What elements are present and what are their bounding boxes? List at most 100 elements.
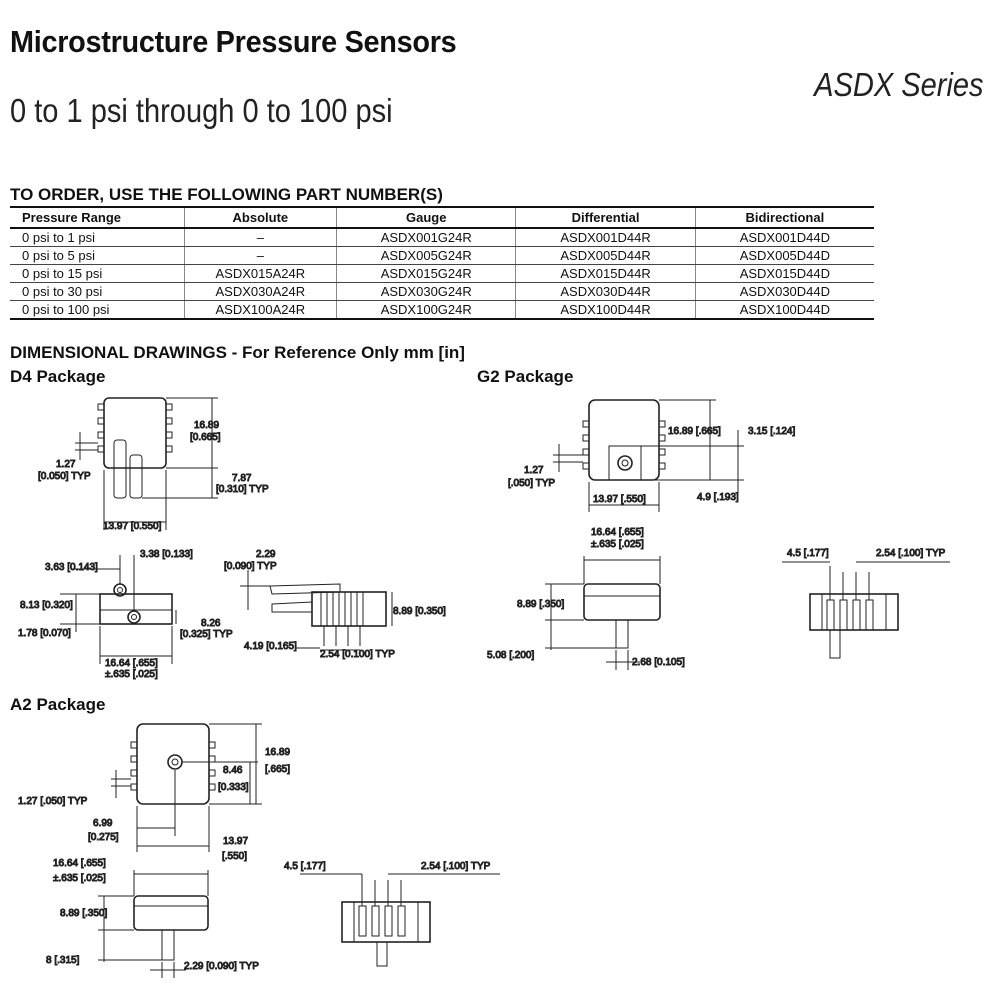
- g2-pitch-dim: 1.27: [524, 465, 544, 476]
- table-row: 0 psi to 5 psi – ASDX005G24R ASDX005D44R…: [10, 246, 874, 265]
- d4-package-label: D4 Package: [10, 367, 106, 386]
- table-cell: 0 psi to 30 psi: [10, 282, 185, 301]
- g2-dim-s: 2.68 [0.105]: [632, 657, 685, 668]
- a2-side-view: [300, 873, 500, 967]
- d4-side-view: [240, 570, 393, 651]
- table-cell: ASDX100D44D: [694, 300, 874, 320]
- g2-side-view: [782, 561, 950, 659]
- table-row: 0 psi to 1 psi – ASDX001G24R ASDX001D44R…: [10, 228, 874, 247]
- table-cell: ASDX100D44R: [515, 300, 696, 320]
- column-header: Pressure Range: [10, 206, 185, 229]
- d4-top-view: [75, 397, 218, 530]
- column-header: Absolute: [183, 206, 337, 229]
- column-header: Differential: [515, 206, 696, 229]
- g2-package-label: G2 Package: [477, 367, 574, 386]
- a2-dim-y: 2.29 [0.090] TYP: [184, 961, 259, 972]
- page-subtitle: 0 to 1 psi through 0 to 100 psi: [10, 92, 393, 129]
- d4-dim-m: 4.19 [0.165]: [244, 641, 297, 652]
- d4-dim-n: 2.54 [0.100] TYP: [320, 649, 395, 660]
- page-title: Microstructure Pressure Sensors: [10, 24, 457, 59]
- a2-height-dim-in: [.665]: [265, 764, 290, 775]
- table-cell: ASDX030D44D: [694, 282, 874, 301]
- table-cell: ASDX005D44R: [515, 246, 696, 265]
- g2-dim-f: 16.64 [.655]: [591, 527, 644, 538]
- table-cell: ASDX001D44D: [694, 228, 874, 247]
- g2-dim-p: 3.15 [.124]: [748, 426, 795, 437]
- table-cell: ASDX015D44D: [694, 264, 874, 283]
- d4-dim-c: 8.13 [0.320]: [20, 600, 73, 611]
- table-cell: ASDX015A24R: [183, 264, 337, 283]
- table-header-row: Pressure Range Absolute Gauge Differenti…: [10, 206, 874, 229]
- d4-dim-g-in: [0.090] TYP: [224, 561, 277, 572]
- table-cell: ASDX015G24R: [336, 264, 516, 283]
- d4-dim-f-tol: ±.635 [.025]: [105, 669, 158, 680]
- g2-dim-n: 2.54 [.100] TYP: [876, 548, 946, 559]
- d4-dim-e-in: [0.325] TYP: [180, 629, 233, 640]
- g2-dim-t: 4.5 [.177]: [787, 548, 829, 559]
- table-row: 0 psi to 15 psi ASDX015A24R ASDX015G24R …: [10, 264, 874, 283]
- table-cell: 0 psi to 100 psi: [10, 300, 185, 320]
- a2-package-label: A2 Package: [10, 695, 106, 714]
- g2-top-view: [553, 399, 744, 512]
- d4-dim-e: 8.26: [201, 618, 221, 629]
- a2-dim-t: 4.5 [.177]: [284, 861, 326, 872]
- table-cell: ASDX030A24R: [183, 282, 337, 301]
- table-cell: 0 psi to 15 psi: [10, 264, 185, 283]
- table-cell: 0 psi to 5 psi: [10, 246, 185, 265]
- table-cell: ASDX015D44R: [515, 264, 696, 283]
- column-header: Gauge: [336, 206, 516, 229]
- table-cell: –: [183, 246, 337, 265]
- g2-front-view: [545, 556, 661, 670]
- g2-dim-r: 5.08 [.200]: [487, 650, 534, 661]
- table-cell: ASDX001G24R: [336, 228, 516, 247]
- table-row: 0 psi to 100 psi ASDX100A24R ASDX100G24R…: [10, 300, 874, 320]
- table-cell: ASDX005G24R: [336, 246, 516, 265]
- d4-dim-g: 2.29: [256, 549, 276, 560]
- a2-top-view: [111, 723, 262, 852]
- a2-dim-u: 8.46: [223, 765, 243, 776]
- order-heading: TO ORDER, USE THE FOLLOWING PART NUMBER(…: [10, 185, 443, 204]
- a2-dim-f-tol: ±.635 [.025]: [53, 873, 106, 884]
- g2-height-dim: 16.89 [.665]: [668, 426, 721, 437]
- table-cell: ASDX030G24R: [336, 282, 516, 301]
- d4-pitch-dim: 1.27: [56, 459, 76, 470]
- table-cell: ASDX030D44R: [515, 282, 696, 301]
- table-cell: 0 psi to 1 psi: [10, 228, 185, 247]
- a2-dim-v: 6.99: [93, 818, 113, 829]
- g2-dim-q: 4.9 [.193]: [697, 492, 739, 503]
- a2-dim-f: 16.64 [.655]: [53, 858, 106, 869]
- d4-dim-k: 8.89 [0.350]: [393, 606, 446, 617]
- a2-dim-x: 8 [.315]: [46, 955, 80, 966]
- d4-pitch-dim-in: [0.050] TYP: [38, 471, 91, 482]
- a2-height-dim: 16.89: [265, 747, 290, 758]
- series-name: ASDX Series: [814, 66, 984, 103]
- a2-dim-w: 13.97: [223, 836, 248, 847]
- d4-height-dim-in: [0.665]: [190, 432, 221, 443]
- a2-dim-u-in: [0.333]: [218, 782, 249, 793]
- column-header: Bidirectional: [694, 206, 874, 229]
- a2-dim-n: 2.54 [.100] TYP: [421, 861, 491, 872]
- table-cell: ASDX001D44R: [515, 228, 696, 247]
- g2-dim-f-tol: ±.635 [.025]: [591, 539, 644, 550]
- d4-dim-a: 3.63 [0.143]: [45, 562, 98, 573]
- d4-dim-f: 16.64 [.655]: [105, 658, 158, 669]
- a2-dim-v-in: [0.275]: [88, 832, 119, 843]
- g2-dim-k: 8.89 [.350]: [517, 599, 564, 610]
- d4-dim-b: 3.38 [0.133]: [140, 549, 193, 560]
- d4-port-dim: 7.87: [232, 473, 252, 484]
- d4-width-dim: 13.97 [0.550]: [103, 521, 162, 532]
- a2-front-view: [98, 870, 209, 978]
- d4-height-dim: 16.89: [194, 420, 219, 431]
- table-cell: ASDX100G24R: [336, 300, 516, 320]
- d4-front-view: [60, 555, 177, 664]
- a2-pitch-dim: 1.27 [.050] TYP: [18, 796, 88, 807]
- drawings-heading: DIMENSIONAL DRAWINGS - For Reference Onl…: [10, 343, 465, 362]
- table-row: 0 psi to 30 psi ASDX030A24R ASDX030G24R …: [10, 282, 874, 301]
- d4-port-dim-in: [0.310] TYP: [216, 484, 269, 495]
- part-number-table: Pressure Range Absolute Gauge Differenti…: [10, 206, 874, 320]
- d4-dim-d: 1.78 [0.070]: [18, 628, 71, 639]
- a2-dim-w-in: [.550]: [222, 851, 247, 862]
- g2-width-dim: 13.97 [.550]: [593, 494, 646, 505]
- a2-dim-k: 8.89 [.350]: [60, 908, 107, 919]
- table-cell: ASDX005D44D: [694, 246, 874, 265]
